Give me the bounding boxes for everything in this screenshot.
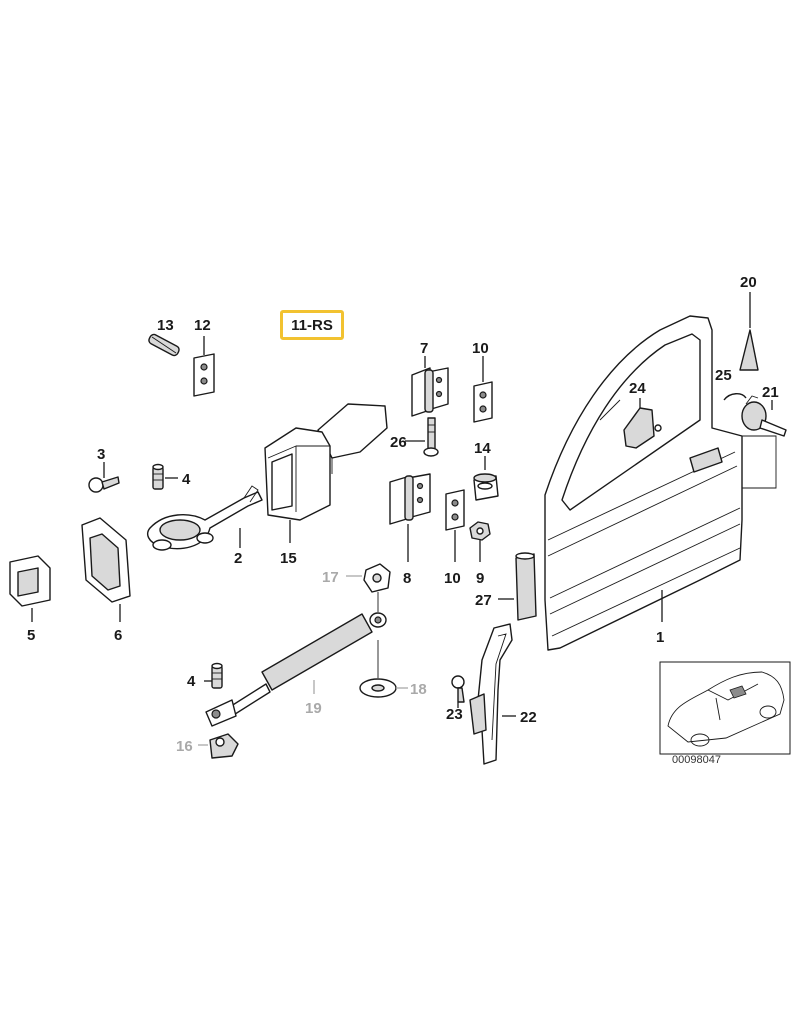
- part-4-bolt-upper: [152, 463, 164, 490]
- part-27-cap: [515, 552, 537, 621]
- part-12-plate: [193, 353, 215, 397]
- part-16-ball-socket: [209, 733, 239, 759]
- label-24: 24: [629, 380, 646, 397]
- label-10-lower: 10: [444, 570, 461, 587]
- part-4-bolt-lower: [211, 662, 223, 689]
- part-13-pin: [148, 333, 180, 357]
- part-5-bracket: [9, 555, 51, 607]
- label-27: 27: [475, 592, 492, 609]
- label-4-lower: 4: [187, 673, 196, 690]
- reference-code: 00098047: [672, 754, 721, 766]
- label-22: 22: [520, 709, 537, 726]
- label-9: 9: [476, 570, 484, 587]
- label-6: 6: [114, 627, 122, 644]
- part-25-clip: [723, 393, 747, 401]
- part-7-hinge-upper: [411, 367, 449, 417]
- part-6-frame: [81, 517, 131, 603]
- part-22-pillar-trim: [469, 623, 513, 765]
- label-18: 18: [410, 681, 427, 698]
- part-21-grommet: [741, 395, 787, 437]
- label-3: 3: [97, 446, 105, 463]
- car-locator-thumbnail: [659, 661, 791, 755]
- label-19: 19: [305, 700, 322, 717]
- label-12: 12: [194, 317, 211, 334]
- label-14: 14: [474, 440, 491, 457]
- label-26: 26: [390, 434, 407, 451]
- label-20: 20: [740, 274, 757, 291]
- label-7: 7: [420, 340, 428, 357]
- label-17: 17: [322, 569, 339, 586]
- diagram-id-badge: 11-RS: [280, 310, 344, 340]
- label-4-upper: 4: [182, 471, 191, 488]
- label-13: 13: [157, 317, 174, 334]
- label-15: 15: [280, 550, 297, 567]
- label-10-upper: 10: [472, 340, 489, 357]
- part-10-plate-upper: [473, 381, 493, 423]
- part-15-housing: [264, 403, 388, 521]
- part-14-bushing: [473, 473, 499, 501]
- label-16: 16: [176, 738, 193, 755]
- label-25: 25: [715, 367, 732, 384]
- label-5: 5: [27, 627, 35, 644]
- part-26-bolt: [423, 417, 439, 457]
- part-10-plate-lower: [445, 489, 465, 531]
- label-2: 2: [234, 550, 242, 567]
- label-21: 21: [762, 384, 779, 401]
- part-18-washer: [359, 678, 397, 698]
- part-9-nut: [469, 521, 491, 541]
- part-23-screw: [451, 675, 465, 703]
- part-3-screw: [88, 476, 120, 493]
- label-1: 1: [656, 629, 664, 646]
- part-20-seal: [739, 329, 759, 371]
- part-1-door-shell: [544, 315, 743, 651]
- part-8-hinge-lower: [389, 473, 431, 525]
- label-23: 23: [446, 706, 463, 723]
- part-17-clip: [363, 563, 391, 593]
- label-8: 8: [403, 570, 411, 587]
- part-2-door-check: [147, 485, 263, 551]
- part-19-gas-strut: [205, 612, 387, 727]
